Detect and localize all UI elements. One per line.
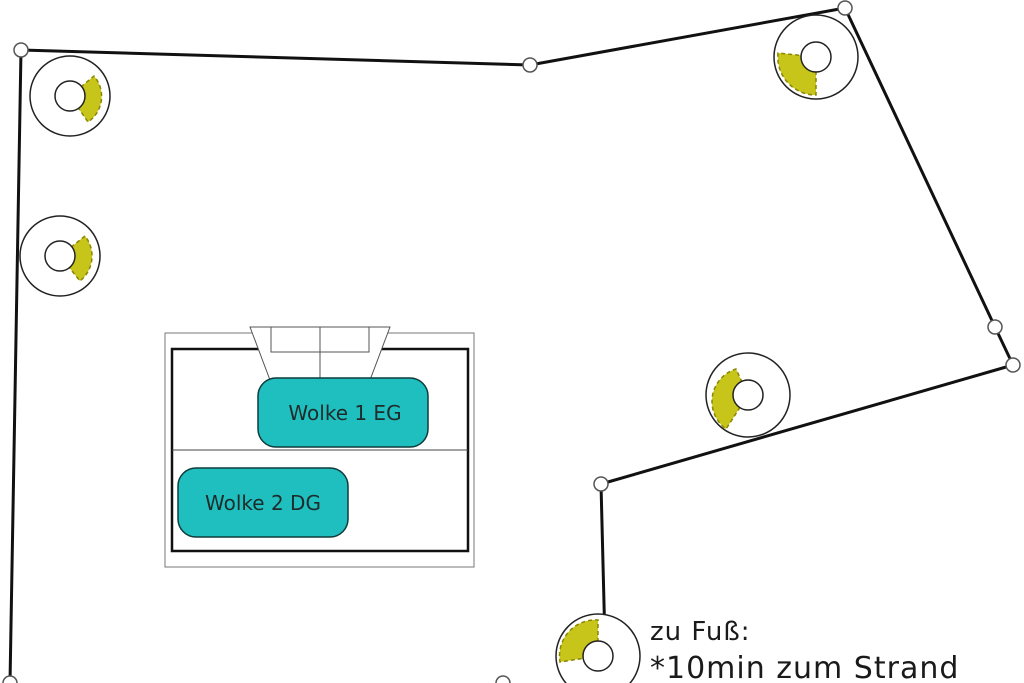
vertex-marker-icon — [13, 42, 29, 58]
tree-icon — [705, 352, 791, 438]
vertex-marker-icon — [593, 476, 609, 492]
tree-icon — [29, 55, 111, 137]
walking-note-heading: zu Fuß: — [650, 617, 751, 647]
vertex-marker-icon — [837, 0, 853, 16]
unit-wolke-1: Wolke 1 EG — [257, 377, 429, 448]
unit-label-wolke-1: Wolke 1 EG — [288, 401, 401, 425]
vertex-marker-icon — [1005, 357, 1021, 373]
tree-icon — [773, 14, 859, 100]
vertex-marker-icon — [522, 57, 538, 73]
vertex-marker-icon — [495, 675, 511, 683]
tree-icon — [19, 215, 101, 297]
property-boundary-line — [8, 6, 1015, 683]
unit-label-wolke-2: Wolke 2 DG — [205, 491, 321, 515]
walking-note-beach: *10min zum Strand — [650, 651, 959, 683]
vertex-marker-icon — [987, 319, 1003, 335]
unit-wolke-2: Wolke 2 DG — [177, 467, 349, 538]
vertex-marker-icon — [2, 675, 18, 683]
tree-icon — [555, 613, 641, 683]
